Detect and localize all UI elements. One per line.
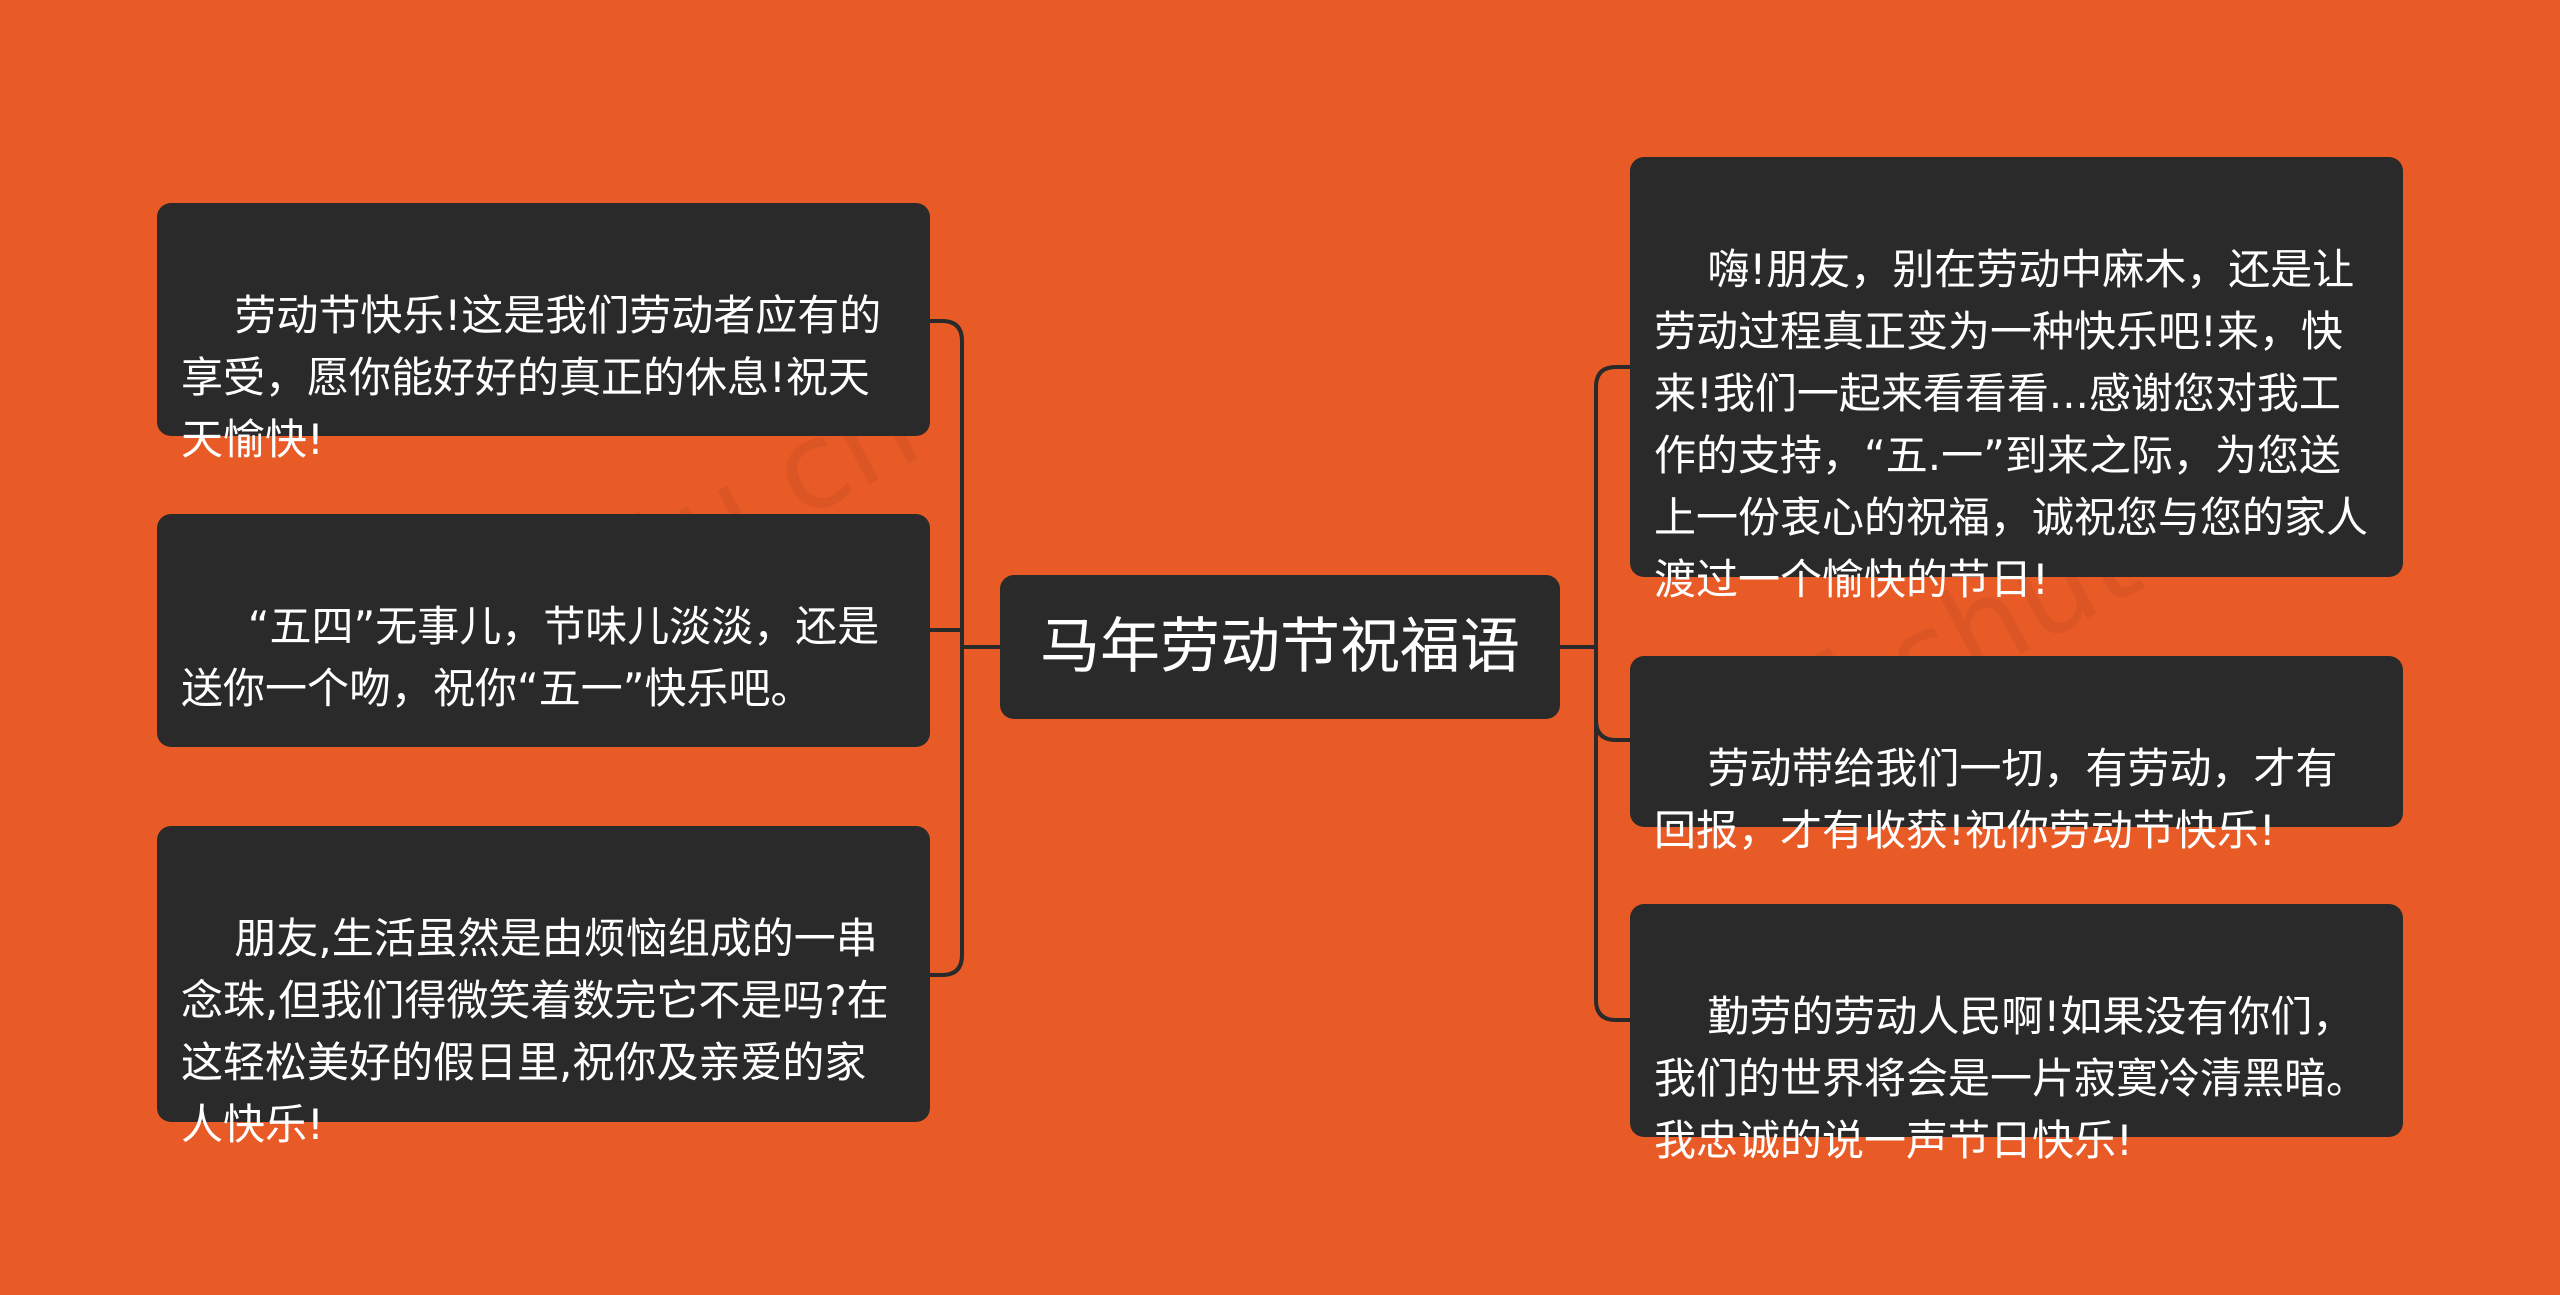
left-node-2[interactable]: “五四”无事儿，节味儿淡淡，还是送你一个吻，祝你“五一”快乐吧。 — [157, 514, 930, 747]
right-node-1[interactable]: 嗨!朋友，别在劳动中麻木，还是让劳动过程真正变为一种快乐吧!来，快来!我们一起来… — [1630, 157, 2403, 604]
left-node-1-text: 劳动节快乐!这是我们劳动者应有的享受，愿你能好好的真正的休息!祝天天愉快! — [181, 291, 882, 464]
left-node-2-text: “五四”无事儿，节味儿淡淡，还是送你一个吻，祝你“五一”快乐吧。 — [181, 602, 880, 713]
left-node-3-text: 朋友,生活虽然是由烦恼组成的一串念珠,但我们得微笑着数完它不是吗?在这轻松美好的… — [181, 914, 889, 1149]
left-node-3[interactable]: 朋友,生活虽然是由烦恼组成的一串念珠,但我们得微笑着数完它不是吗?在这轻松美好的… — [157, 826, 930, 1149]
connector-left-trunk — [930, 319, 964, 977]
right-node-2[interactable]: 劳动带给我们一切，有劳动，才有回报，才有收获!祝你劳动节快乐! — [1630, 656, 2403, 855]
right-node-2-text: 劳动带给我们一切，有劳动，才有回报，才有收获!祝你劳动节快乐! — [1654, 744, 2338, 855]
center-topic-label: 马年劳动节祝福语 — [1040, 612, 1520, 682]
right-node-3[interactable]: 勤劳的劳动人民啊!如果没有你们，我们的世界将会是一片寂寞冷清黑暗。我忠诚的说一声… — [1630, 904, 2403, 1165]
left-node-1[interactable]: 劳动节快乐!这是我们劳动者应有的享受，愿你能好好的真正的休息!祝天天愉快! — [157, 203, 930, 464]
right-node-3-text: 勤劳的劳动人民啊!如果没有你们，我们的世界将会是一片寂寞冷清黑暗。我忠诚的说一声… — [1654, 992, 2369, 1165]
right-node-1-text: 嗨!朋友，别在劳动中麻木，还是让劳动过程真正变为一种快乐吧!来，快来!我们一起来… — [1654, 245, 2369, 604]
connector-right-trunk — [1594, 365, 1630, 1022]
center-topic-node[interactable]: 马年劳动节祝福语 — [1000, 575, 1560, 719]
